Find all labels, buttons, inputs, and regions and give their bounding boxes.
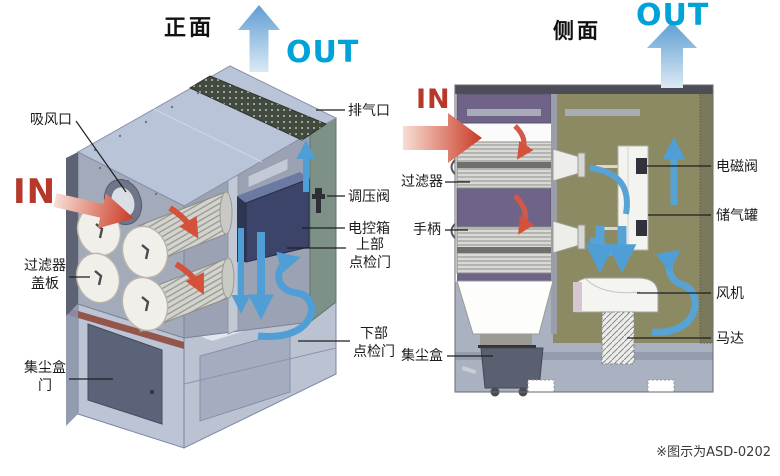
front-view-title: 正面 — [163, 16, 214, 41]
label-dust-box: 集尘盒 — [401, 348, 443, 364]
label-control-box: 电控箱 — [348, 221, 390, 237]
gasket-strip — [68, 308, 184, 349]
label-lower-inspection-door: 下部 点检门 — [353, 326, 395, 360]
dust-box-door-3d — [87, 323, 163, 425]
front-machine — [53, 5, 338, 449]
front-lower-cabinet — [77, 300, 337, 449]
venturi-outlets — [552, 148, 586, 254]
front-out-label: OUT — [286, 35, 360, 70]
model-footnote: ※图示为ASD-0202 — [656, 445, 771, 460]
side-filters — [450, 141, 554, 274]
front-in-label: IN — [13, 172, 57, 212]
hopper-and-dust-box — [456, 280, 554, 397]
side-in-label: IN — [416, 84, 451, 115]
front-airflow-blue — [231, 140, 316, 340]
front-side-panel-green — [309, 117, 337, 324]
front-out-arrow — [238, 5, 280, 72]
solenoid-valve-icon — [636, 158, 647, 174]
label-filter-cover: 过滤器 盖板 — [24, 258, 66, 292]
label-handle: 手柄 — [413, 222, 441, 238]
label-inlet: 吸风口 — [30, 112, 72, 128]
label-pressure-valve: 调压阀 — [348, 189, 390, 205]
leader-lines — [69, 109, 711, 380]
front-top-panel — [76, 65, 338, 207]
label-filter: 过滤器 — [401, 174, 443, 190]
side-right-wall — [699, 84, 714, 344]
fan — [573, 277, 659, 313]
side-machine — [403, 22, 714, 397]
side-view-title: 侧面 — [553, 19, 601, 43]
pressure-valve-icon — [312, 188, 325, 213]
label-upper-inspection-door: 上部 点检门 — [349, 237, 391, 271]
label-motor: 马达 — [716, 331, 744, 347]
label-exhaust-outlet: 排气口 — [348, 103, 390, 119]
solenoid-valve-icon — [636, 220, 647, 236]
front-exhaust-mesh — [188, 75, 328, 141]
label-solenoid-valve: 电磁阀 — [716, 159, 758, 175]
label-fan: 风机 — [716, 286, 744, 302]
side-airflow-red — [513, 124, 535, 235]
front-airflow-red — [168, 205, 204, 295]
label-dust-box-door: 集尘盒 门 — [24, 360, 66, 394]
filter-handle-icon — [450, 159, 456, 175]
side-airflow-blue — [585, 137, 699, 336]
label-air-tank: 储气罐 — [716, 208, 758, 224]
side-out-label: OUT — [636, 0, 710, 33]
side-in-arrow — [403, 113, 482, 163]
filter-handle-icon — [450, 223, 456, 239]
side-out-arrow — [647, 22, 697, 88]
front-in-arrow — [53, 193, 134, 229]
disc-handles — [94, 223, 150, 312]
